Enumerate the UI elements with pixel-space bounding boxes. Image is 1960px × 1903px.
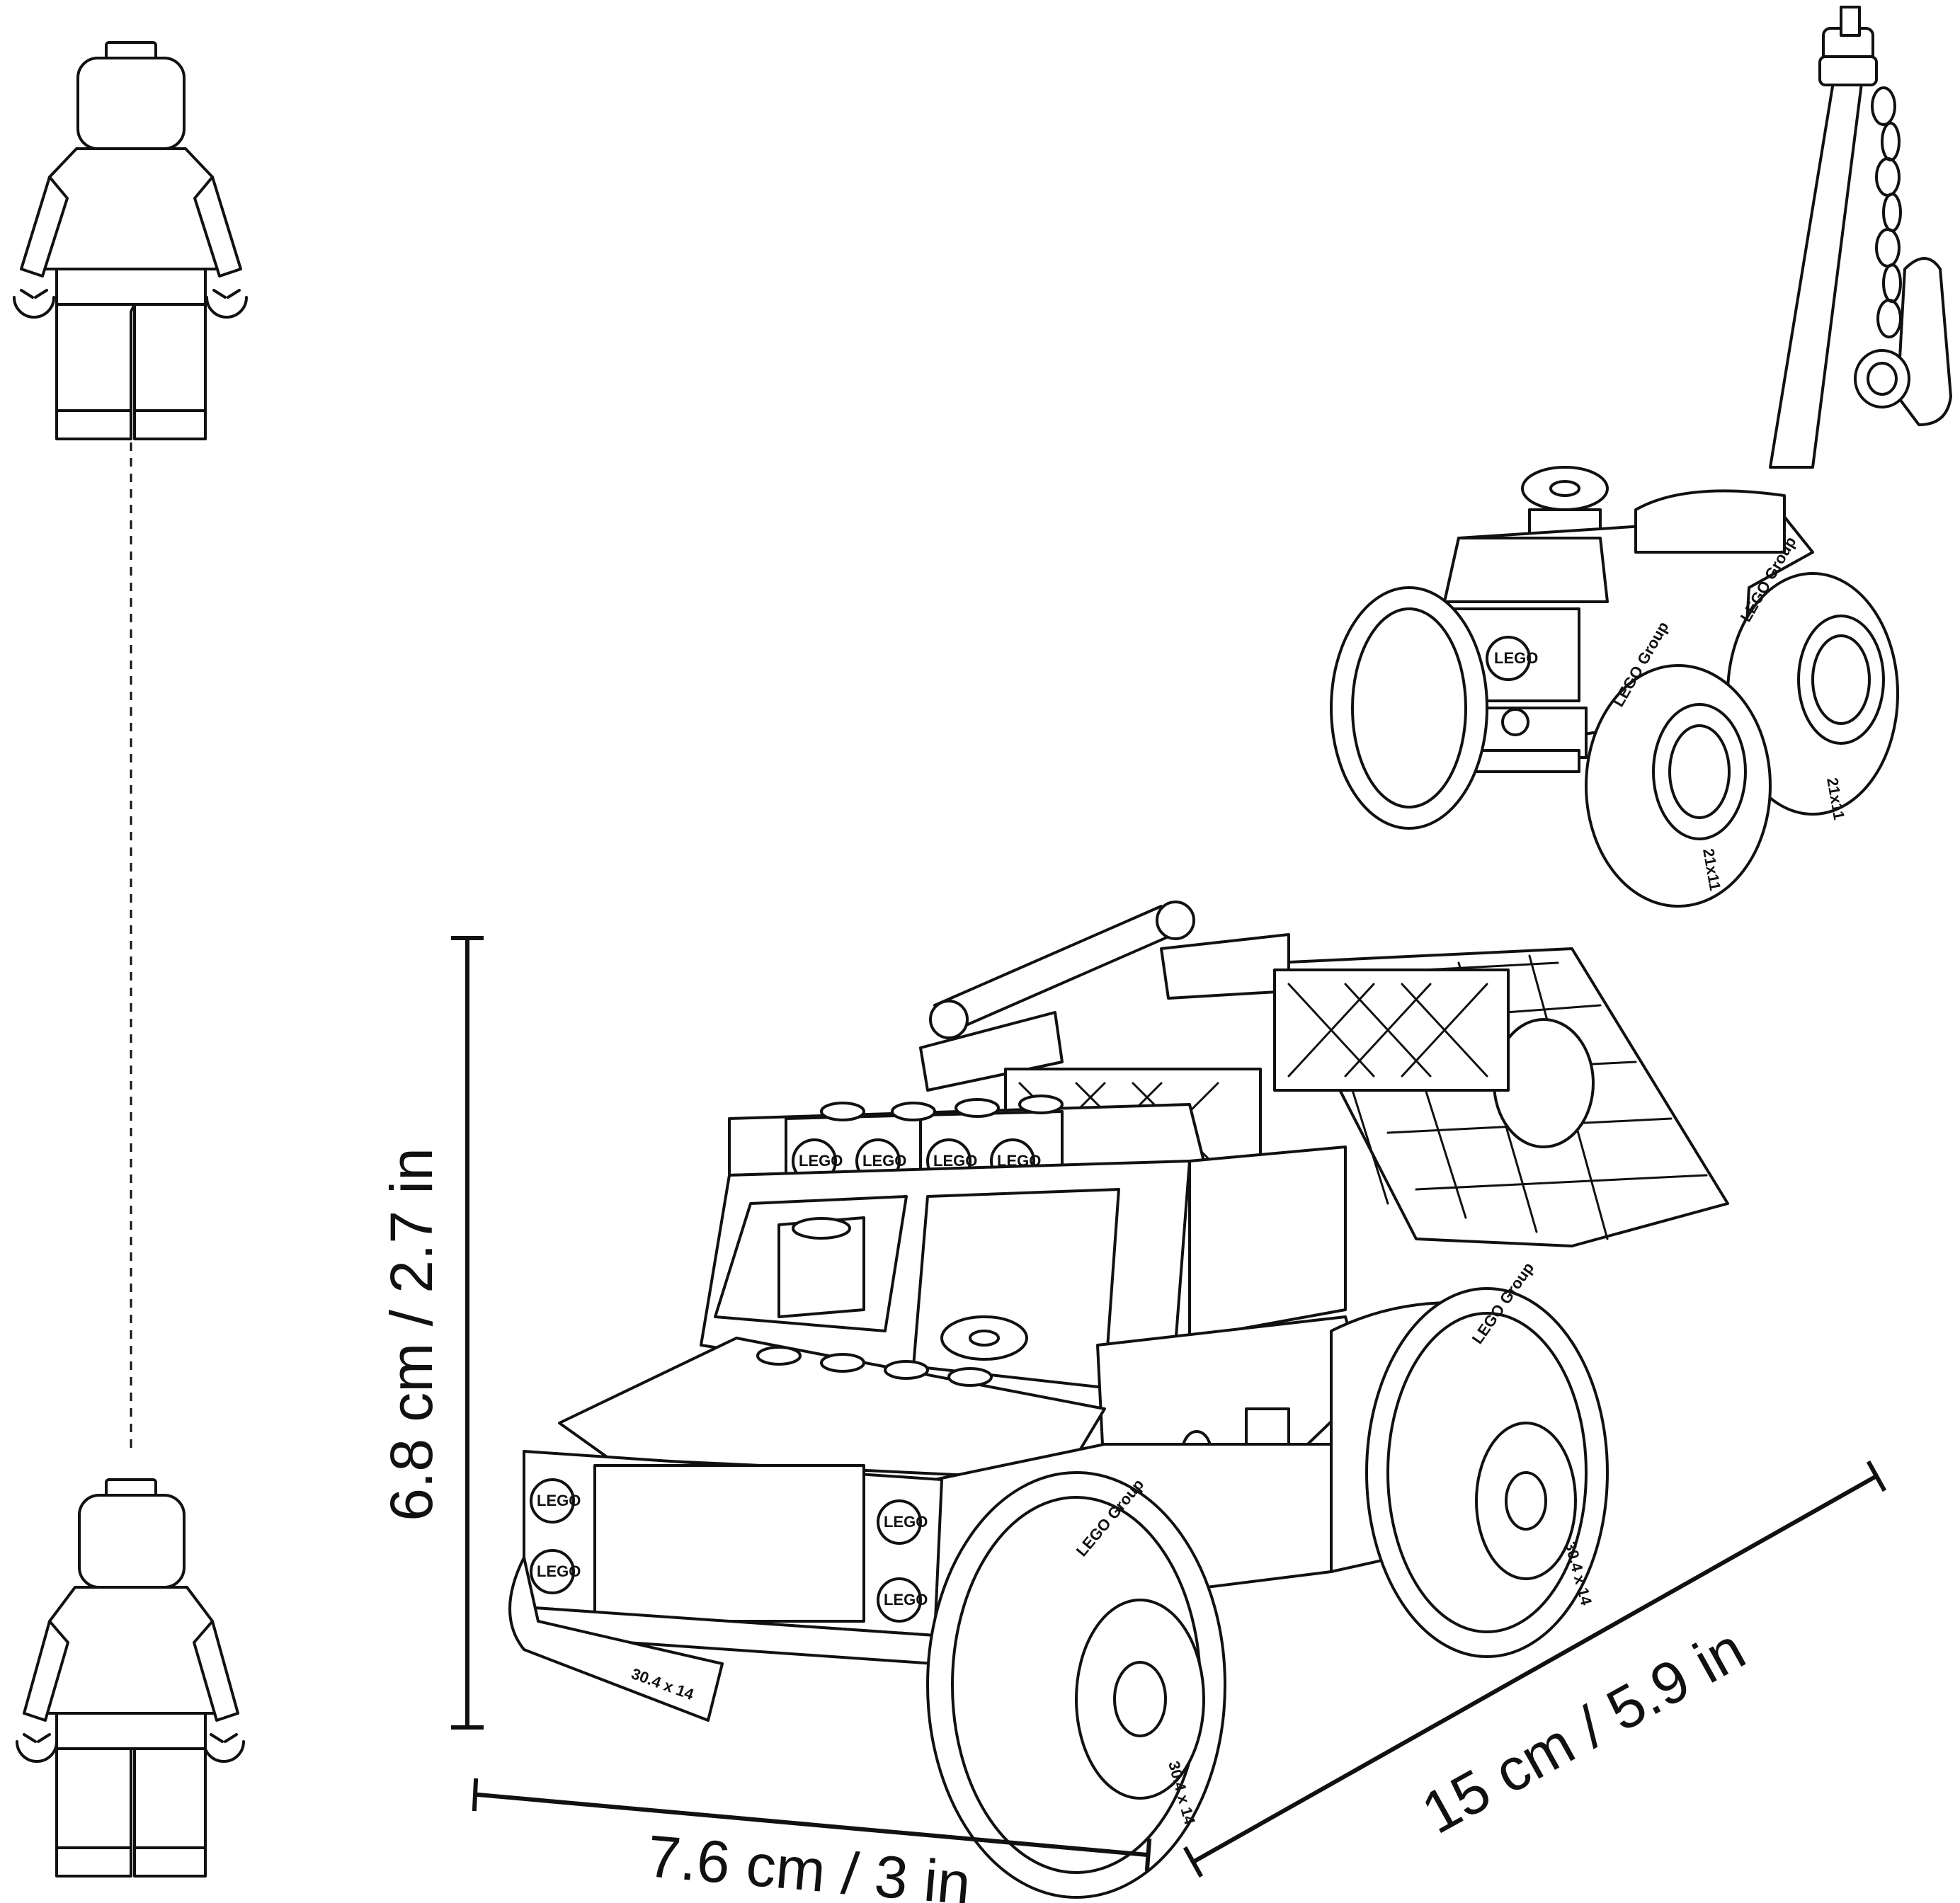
width-dimension: 7.6 cm / 3 in bbox=[472, 1778, 1152, 1903]
cab-stud-logo: LEGO bbox=[862, 1152, 906, 1170]
front-stud-logo: LEGO bbox=[537, 1562, 581, 1580]
height-dimension: 6.8 cm / 2.7 in bbox=[378, 936, 484, 1730]
front-stud-logo: LEGO bbox=[884, 1513, 928, 1531]
minifigure-bottom bbox=[16, 1478, 245, 1878]
vehicle-main-view: LEGO LEGO LEGO LEGO LEGO Group 30.4 x bbox=[508, 901, 1729, 1899]
front-stud-logo: LEGO bbox=[884, 1591, 928, 1608]
front-stud-logo: LEGO bbox=[537, 1492, 581, 1509]
vehicle-front-tire: LEGO Group 30.4 x 14 bbox=[926, 1471, 1226, 1899]
tow-truck-rear-view: LEGO LEGO LEGO Group 21x11 LEGO Group 21… bbox=[1330, 6, 1952, 908]
cab-stud-logo: LEGO bbox=[799, 1152, 843, 1170]
minifigure-top bbox=[13, 41, 248, 440]
height-label: 6.8 cm / 2.7 in bbox=[378, 1148, 445, 1521]
rear-stud-logo: LEGO bbox=[1494, 649, 1538, 667]
tow-chain bbox=[1871, 86, 1902, 338]
